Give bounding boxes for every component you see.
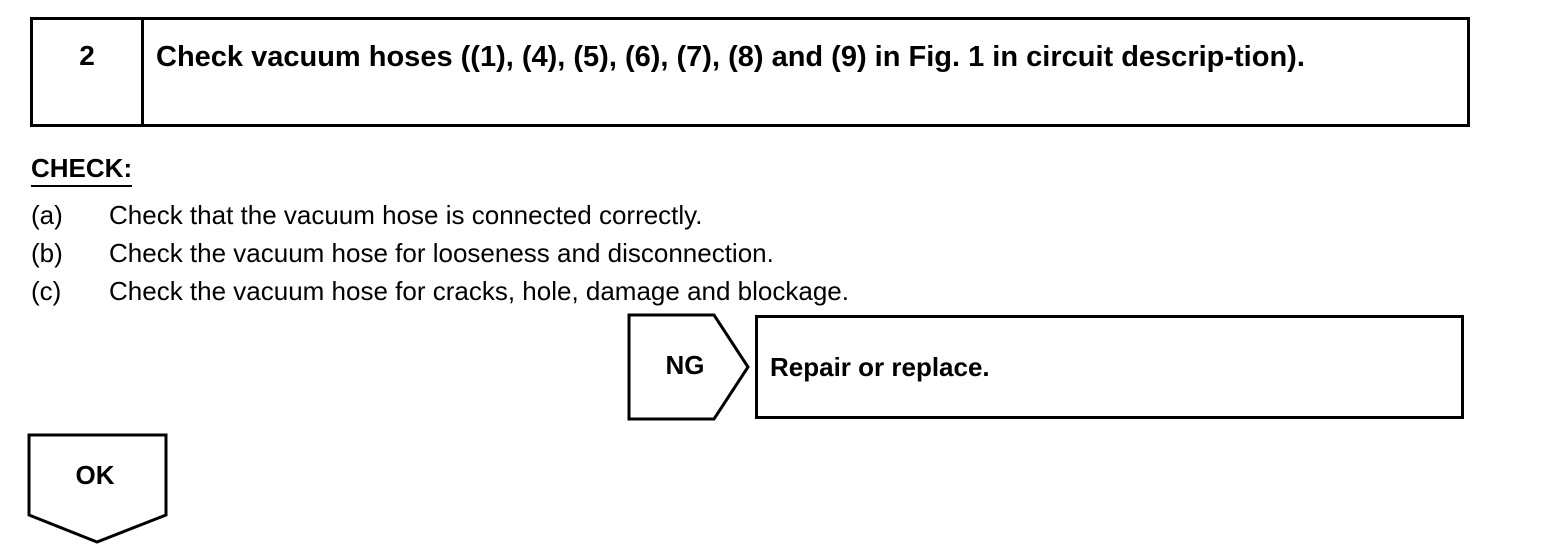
check-heading: CHECK: (31, 153, 133, 187)
check-item-text: Check the vacuum hose for cracks, hole, … (109, 276, 849, 306)
check-item-text: Check the vacuum hose for looseness and … (109, 238, 774, 268)
check-item-b: (b) Check the vacuum hose for looseness … (31, 234, 849, 272)
check-item-c: (c) Check the vacuum hose for cracks, ho… (31, 272, 849, 310)
ng-arrow-shape (627, 313, 750, 421)
ok-label: OK (75, 460, 115, 490)
ok-arrow-shape (27, 433, 168, 544)
ng-action-text: Repair or replace. (770, 352, 990, 382)
step-number: 2 (33, 20, 144, 124)
check-item-letter: (a) (31, 200, 63, 230)
step-box: 2 Check vacuum hoses ((1), (4), (5), (6)… (30, 17, 1470, 127)
step-title-text: Check vacuum hoses ((1), (4), (5), (6), … (156, 41, 1305, 73)
check-item-text: Check that the vacuum hose is connected … (109, 200, 703, 230)
step-title: Check vacuum hoses ((1), (4), (5), (6), … (144, 20, 1467, 124)
ng-result-box (755, 315, 1464, 419)
check-list: (a) Check that the vacuum hose is connec… (31, 196, 849, 310)
check-item-letter: (b) (31, 238, 63, 268)
check-item-a: (a) Check that the vacuum hose is connec… (31, 196, 849, 234)
ng-label: NG (665, 350, 705, 380)
check-item-letter: (c) (31, 276, 62, 306)
